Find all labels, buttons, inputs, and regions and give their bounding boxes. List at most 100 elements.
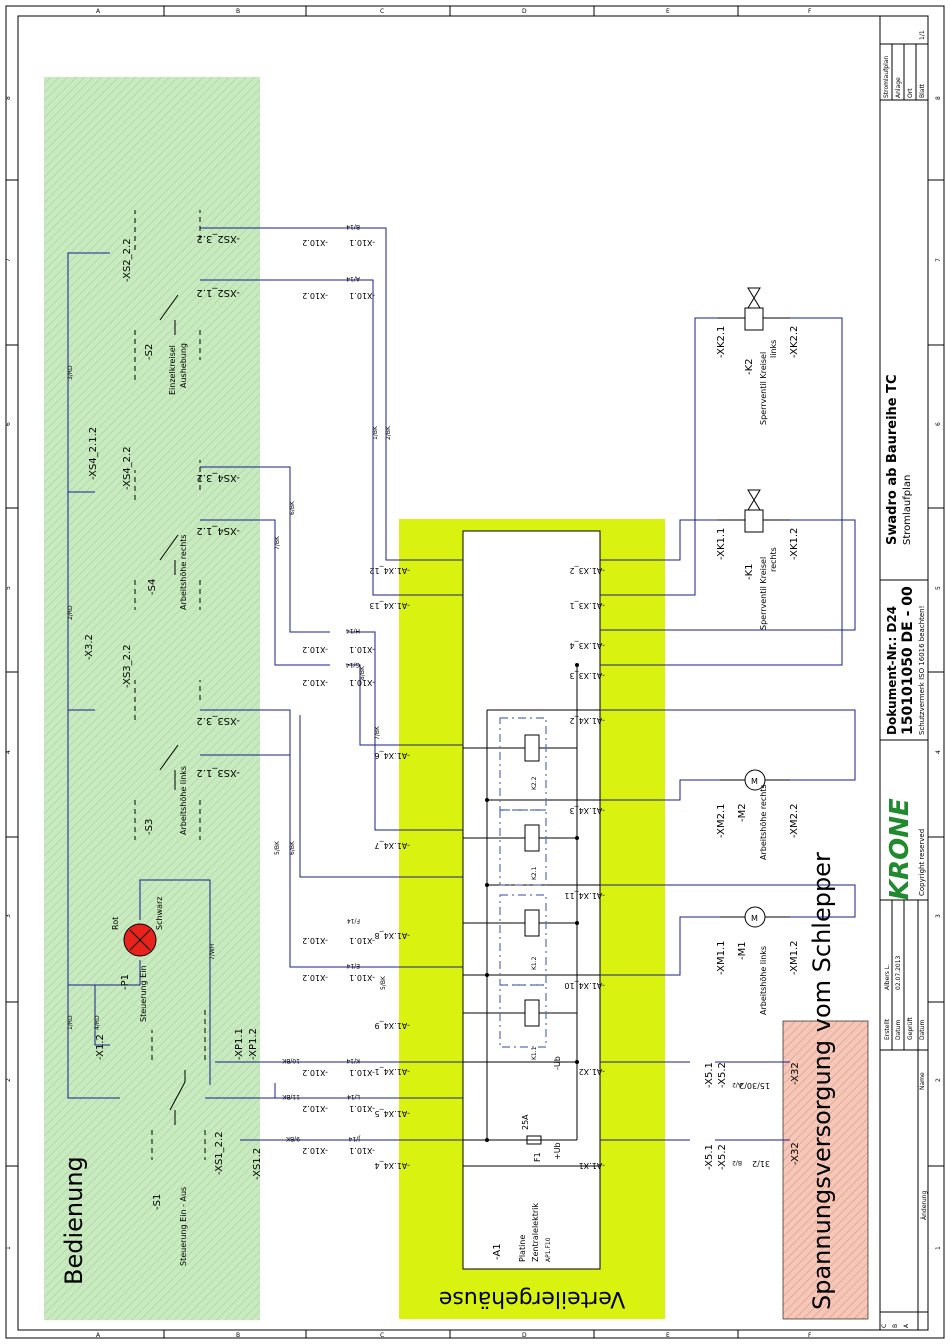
pin-x4-11: -A1.X4_11 <box>564 891 605 900</box>
tb-ort: Ort <box>907 88 914 98</box>
tb-marker-c: C <box>881 1324 888 1328</box>
m1-conn2: -XM1.2 <box>789 941 800 976</box>
p1-label: Steuerung Ein <box>139 965 148 1022</box>
relay-k2-2-label: K2.2 <box>531 776 538 790</box>
x10-1-e: -X10.1 <box>349 936 375 945</box>
conn-xs2-1: -XS2_1.2 <box>196 287 240 298</box>
fuse-f1-value: 25A <box>521 1114 530 1130</box>
device-m2: M -M2 Arbeitshöhe rechts -XM2.1 -XM2.2 <box>716 769 800 860</box>
supply-a2: A/2 <box>732 1081 742 1088</box>
s4-ref: -S4 <box>147 579 158 595</box>
wire-10bk: 10/BK <box>281 1057 300 1064</box>
supply-connectors: -X5.1 -X5.2 -X5.1 -X5.2 -X32 -X32 15/30/… <box>704 1061 801 1170</box>
x10-1-b: -X10.1 <box>349 1104 375 1113</box>
pin-x3-3: -A1.X3_3 <box>570 671 605 680</box>
k2-conn1: -XK2.1 <box>716 326 727 358</box>
x10-2-c: -X10.2 <box>302 1068 328 1077</box>
pin-k14: K/14 <box>346 1057 360 1064</box>
m2-conn1: -XM2.1 <box>716 804 727 839</box>
row-num-7: 7 <box>5 258 12 262</box>
k2-ref: -K2 <box>744 358 755 375</box>
device-s4: -S4 Arbeitshöhe rechts -XS4_2.2 -XS4_2.1… <box>88 427 240 610</box>
col-letter-a-bottom: A <box>96 1332 101 1339</box>
conn-xs4-1: -XS4_1.2 <box>196 525 240 536</box>
pin-a14: A/14 <box>346 275 360 282</box>
ub-plus: +Ub <box>553 1142 562 1160</box>
wire-2rd: 2/RD <box>67 605 74 620</box>
pin-x4-12: -A1.X4_12 <box>369 566 410 575</box>
m1-conn1: -XM1.1 <box>716 941 727 976</box>
wire-7wh: 7/WH <box>209 944 216 960</box>
s2-ref: -S2 <box>144 344 155 360</box>
pin-x4-13: -A1.X4_13 <box>369 601 410 610</box>
device-k2: -K2 Sperrventil Kreisel links -XK2.1 -XK… <box>716 287 800 425</box>
conn-xs1-2: -XS1_2.2 <box>214 1131 225 1175</box>
doc-nr: Dokument-Nr.: D24 <box>885 606 899 735</box>
row-num-2: 2 <box>5 1078 12 1082</box>
pin-h14: H/14 <box>346 627 360 634</box>
pin-x4-6: -A1.X4_6 <box>375 751 410 760</box>
tb-aenderung: Änderung <box>921 1191 928 1220</box>
wire-3rd: 3/RD <box>67 365 74 380</box>
a1-right-pins: -A1.X1 -A1.X2 -A1.X4_10 -A1.X4_11 -A1.X4… <box>564 566 605 1170</box>
row-num-6: 6 <box>5 422 12 426</box>
x10-1-h: -X10.1 <box>349 291 375 300</box>
relay-k2-1-coil <box>524 824 540 852</box>
conn-x1-2: -X1.2 <box>95 1034 106 1060</box>
k2-label-1: Sperrventil Kreisel <box>759 352 768 425</box>
ub-minus: -Ub <box>553 1056 562 1070</box>
conn-x5-2-a: -X5.2 <box>717 1144 728 1170</box>
tb-marker-b: B <box>892 1324 899 1328</box>
wire-2bk: 2/BK <box>385 425 392 440</box>
tb-date: 02.07.2013 <box>895 955 902 990</box>
tb-blatt-val: 1/1 <box>919 30 926 40</box>
a1-left-pins: -A1.X4_4 -A1.X4_5 -A1.X4_1 -A1.X4_9 -A1.… <box>369 566 410 1170</box>
a1-ap: AP1.F10 <box>545 1237 552 1262</box>
fuse-f1-label: F1 <box>533 1152 542 1162</box>
krone-logo: KRONE <box>885 798 915 900</box>
tb-erstellt: Erstellt <box>884 1018 891 1040</box>
pin-x1: -A1.X1 <box>579 1161 605 1170</box>
x10-1-g: -X10.1 <box>349 645 375 654</box>
row-num-5-right: 5 <box>935 586 942 590</box>
conn-xs2-2: -XS2_2.2 <box>122 238 133 282</box>
wire-7bk-b: 7/BK <box>374 725 381 740</box>
k1-ref: -K1 <box>744 563 755 580</box>
x10-1-f: -X10.1 <box>349 678 375 687</box>
conn-xp1-1: -XP1.1 <box>234 1028 245 1060</box>
tb-stromlaufplan: Stromlaufplan <box>883 56 890 98</box>
wire-9bk: 9/BK <box>285 1135 300 1142</box>
pin-x3-2: -A1.X3_2 <box>570 566 605 575</box>
motor-m1-letter: M <box>751 914 758 923</box>
pin-f14: F/14 <box>347 917 360 924</box>
tb-name: Name <box>919 1072 926 1090</box>
row-num-8-right: 8 <box>935 96 942 100</box>
p1-rot: Rot <box>111 917 120 930</box>
conn-xs4-3: -XS4_3.2 <box>196 472 240 483</box>
zone-verteiler-label: Verteilergehäuse <box>439 1286 625 1311</box>
pin-x4-8: -A1.X4_8 <box>375 931 410 940</box>
tb-datum: Datum <box>895 1020 902 1040</box>
x10-2-h: -X10.2 <box>302 291 328 300</box>
wire-1bk: 1/BK <box>372 425 379 440</box>
supply-15-30: 15/30/2 <box>739 1081 770 1090</box>
drawing-subtitle: Stromlaufplan <box>902 475 913 545</box>
wire-8bk: 8/BK <box>359 665 366 680</box>
s2-label-2: Aushebung <box>179 343 188 388</box>
x10-2-d: -X10.2 <box>302 973 328 982</box>
conn-xs3-2: -XS3_2.2 <box>122 644 133 688</box>
inner-frame <box>17 15 929 1331</box>
pin-x4-9: -A1.X4_9 <box>375 1021 410 1030</box>
wire-4rd: 4/RD <box>94 1015 101 1030</box>
device-m1: M -M1 Arbeitshöhe links -XM1.1 -XM1.2 <box>716 906 800 1015</box>
drawing-title: Swadro ab Baureihe TC <box>885 374 900 545</box>
row-num-3: 3 <box>5 914 12 918</box>
s1-ref: -S1 <box>152 1194 163 1210</box>
m1-label: Arbeitshöhe links <box>759 946 768 1015</box>
m2-conn2: -XM2.2 <box>789 804 800 839</box>
valve-k1-symbol <box>744 509 764 533</box>
pin-x4-5: -A1.X4_5 <box>375 1109 410 1118</box>
s3-label: Arbeitshöhe links <box>179 766 188 835</box>
s2-label-1: Einzelkreisel <box>168 345 177 395</box>
pin-x4-4: -A1.X4_4 <box>375 1161 410 1170</box>
